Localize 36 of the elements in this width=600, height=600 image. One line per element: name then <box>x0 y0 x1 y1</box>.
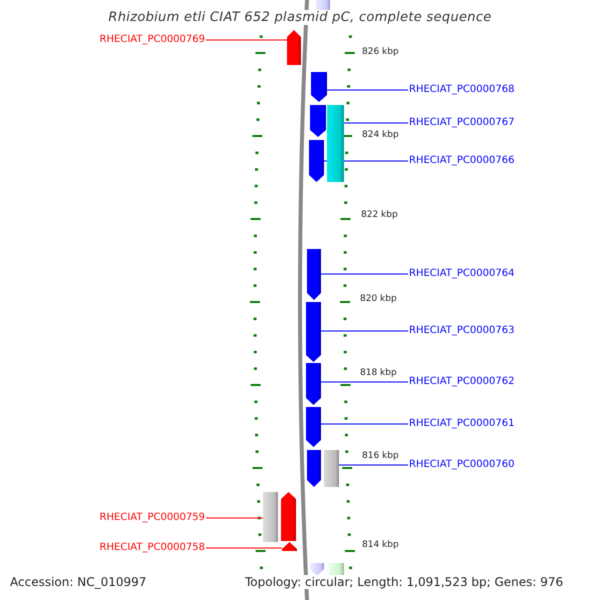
gene-feature <box>307 249 321 300</box>
leader-line <box>320 330 408 332</box>
gene-feature <box>324 450 339 487</box>
gene-label: RHECIAT_PC0000761 <box>409 418 514 430</box>
gene-feature <box>309 140 324 182</box>
scale-label: 824 kbp <box>362 130 399 140</box>
gene-feature <box>329 563 344 575</box>
gene-feature <box>306 363 321 405</box>
leader-line <box>338 464 408 466</box>
scale-label: 814 kbp <box>362 540 399 550</box>
gene-label: RHECIAT_PC0000760 <box>409 459 514 471</box>
gene-label: RHECIAT_PC0000764 <box>409 268 514 280</box>
gene-feature <box>263 492 278 542</box>
info-text: Topology: circular; Length: 1,091,523 bp; Genes: 976 <box>245 575 564 589</box>
gene-label: RHECIAT_PC0000759 <box>100 512 205 524</box>
gene-label: RHECIAT_PC0000769 <box>100 34 205 46</box>
gene-feature <box>287 30 301 65</box>
gene-label: RHECIAT_PC0000768 <box>409 84 514 96</box>
gene-feature <box>307 450 321 487</box>
gene-feature <box>311 72 327 102</box>
gene-feature <box>306 302 321 362</box>
gene-label: RHECIAT_PC0000767 <box>409 117 514 129</box>
leader-line <box>344 122 408 124</box>
title: Rhizobium etli CIAT 652 plasmid pC, complete sequence <box>108 10 492 25</box>
gene-label: RHECIAT_PC0000763 <box>409 325 514 337</box>
gene-label: RHECIAT_PC0000758 <box>100 542 205 554</box>
scale-label: 822 kbp <box>361 210 398 220</box>
gene-label: RHECIAT_PC0000766 <box>409 155 514 167</box>
gene-feature <box>316 0 330 10</box>
scale-label: 820 kbp <box>360 294 397 304</box>
scale-label: 826 kbp <box>362 47 399 57</box>
scale-label: 816 kbp <box>362 451 399 461</box>
info-text: Accession: NC_010997 <box>10 575 146 589</box>
gene-label: RHECIAT_PC0000762 <box>409 376 514 388</box>
gene-feature <box>306 407 321 447</box>
scale-label: 818 kbp <box>360 368 397 378</box>
